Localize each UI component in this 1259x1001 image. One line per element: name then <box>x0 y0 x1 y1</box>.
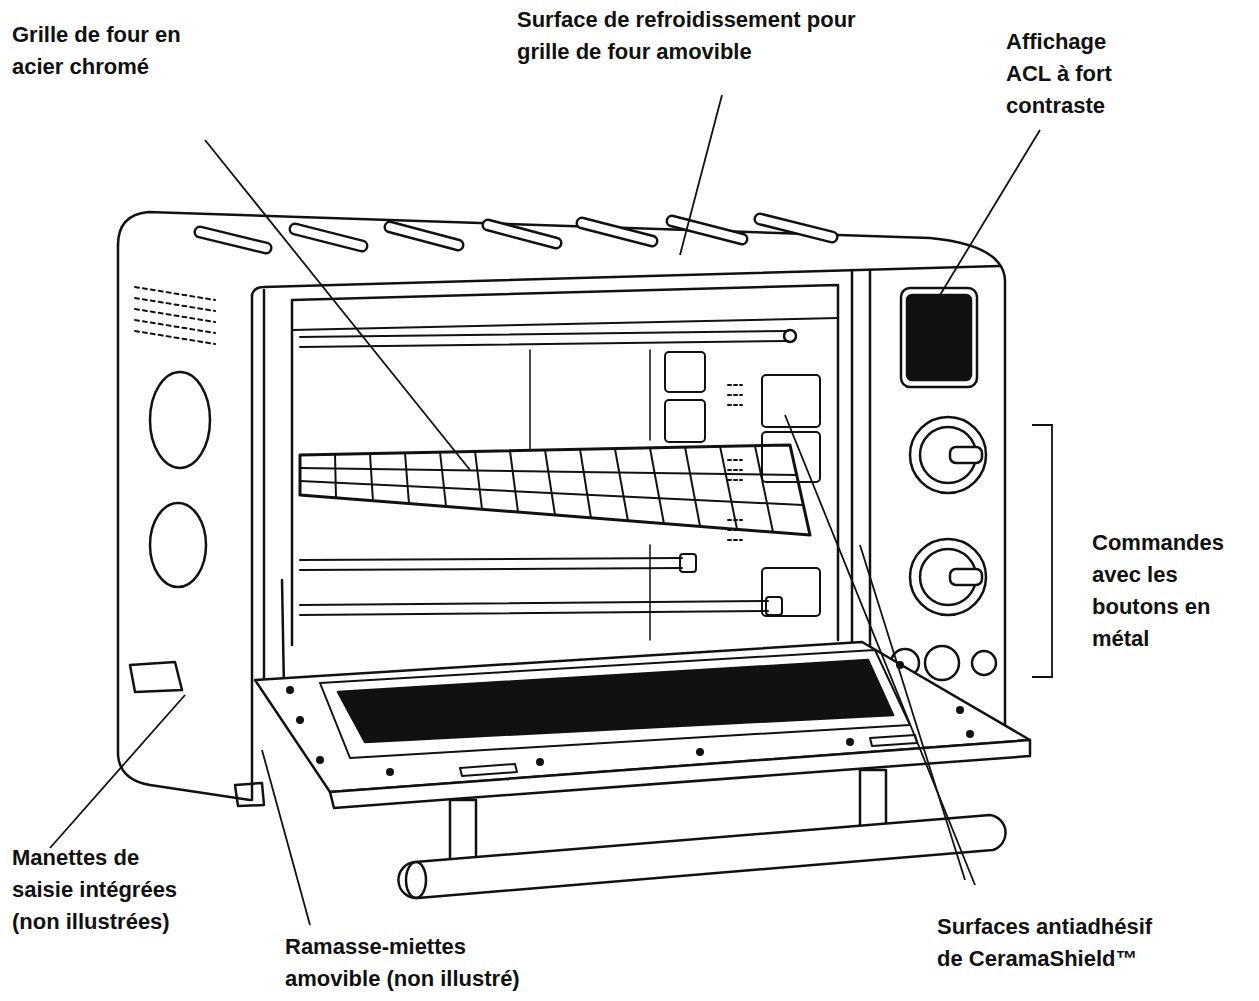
heating-element-end <box>680 554 696 572</box>
vent-slot <box>672 221 742 239</box>
door-window-frame <box>320 650 910 758</box>
rivet <box>846 738 854 746</box>
leader-line <box>205 140 470 470</box>
callout-label: Commandes avec les boutons en métal <box>1092 527 1242 655</box>
vent-slot <box>488 225 556 243</box>
rack-cross-wires <box>300 468 803 505</box>
control-knob <box>910 539 986 615</box>
rivet <box>696 748 704 756</box>
rivet <box>536 758 544 766</box>
front-left-edge <box>251 295 254 800</box>
callout-label: Manettes de saisie intégrées (non illust… <box>12 842 192 938</box>
oven-foot <box>235 783 264 806</box>
side-vents <box>135 287 215 344</box>
rivet <box>966 730 974 738</box>
side-grip <box>150 503 206 587</box>
vent-slot <box>672 221 742 239</box>
rivet <box>386 768 394 776</box>
vent-slot <box>582 223 652 241</box>
oven-opening <box>292 285 838 645</box>
vent-slot <box>390 227 458 245</box>
callout-label: Surfaces antiadhésif de CeramaShield™ <box>937 911 1169 975</box>
wall-panel <box>762 375 820 427</box>
door-clip <box>870 735 917 746</box>
heating-element <box>300 558 682 570</box>
callout-label: Surface de refroidissement pour grille d… <box>517 4 897 68</box>
rack-frame <box>300 445 810 535</box>
door-clip <box>460 764 517 776</box>
leader-line <box>262 750 310 925</box>
control-button <box>972 651 996 675</box>
top-vents <box>200 219 832 248</box>
heating-element-end <box>784 330 796 342</box>
heating-element-end <box>766 597 782 615</box>
vent-slot <box>295 229 362 246</box>
leader-lines <box>50 95 1052 925</box>
callout-label: Grille de four en acier chromé <box>12 19 212 83</box>
leader-line <box>680 95 722 255</box>
handle-end <box>406 862 426 898</box>
vent-slot <box>295 229 362 246</box>
door-handle <box>398 815 1005 898</box>
rivet <box>286 686 294 694</box>
callout-label: Affichage ACL à fort contraste <box>1006 26 1131 122</box>
vent-slot <box>488 225 556 243</box>
bracket <box>1032 425 1052 677</box>
vent-slot <box>200 232 266 248</box>
lcd-display <box>907 295 971 380</box>
front-left-edge <box>263 290 266 690</box>
heating-element <box>300 601 768 615</box>
control-knob <box>910 417 986 493</box>
side-grip <box>150 372 210 468</box>
oven-rack <box>300 445 810 535</box>
lcd-frame <box>901 288 977 387</box>
oven-side-outline <box>118 245 250 800</box>
handle-post <box>860 770 886 830</box>
rivet <box>956 706 964 714</box>
oven-illustration <box>118 212 1030 898</box>
knob-pointer <box>950 447 982 463</box>
wall-panel <box>665 352 705 392</box>
vent-slot <box>760 219 832 237</box>
vent-slot <box>760 219 832 237</box>
leader-line <box>50 695 185 848</box>
callout-label: Ramasse-miettes amovible (non illustré) <box>285 931 550 995</box>
rack-wires <box>335 446 773 532</box>
leader-line <box>940 130 1040 295</box>
vent-slot <box>582 223 652 241</box>
rivet <box>296 716 304 724</box>
control-panel-edge <box>852 270 870 690</box>
door-rivets <box>286 661 974 776</box>
rivet <box>316 756 324 764</box>
door-window <box>338 660 893 742</box>
knob-pointer <box>950 569 982 585</box>
oven-foot <box>130 662 182 692</box>
wall-panel <box>665 400 705 442</box>
vent-slot <box>390 227 458 245</box>
heating-element <box>300 331 788 347</box>
oven-inner-top <box>292 318 838 330</box>
leader-line <box>785 415 975 885</box>
vent-slot <box>200 232 266 248</box>
handle-post <box>450 800 476 862</box>
leader-line <box>860 545 965 880</box>
wall-panel <box>762 568 820 616</box>
control-button <box>925 646 959 680</box>
